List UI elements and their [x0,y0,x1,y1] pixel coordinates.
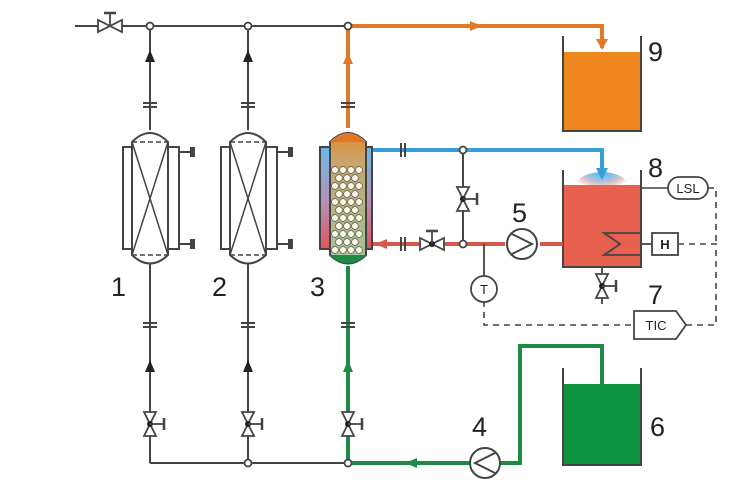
bed-particle [343,238,351,246]
tank-8 [562,170,642,268]
packed-bed [331,166,363,254]
tank-6 [562,368,642,466]
valve-column-1 [142,411,166,437]
temperature-controller: TIC [633,310,688,340]
temperature-controller-label: TIC [646,318,667,333]
bed-particle [335,206,343,214]
bed-particle [347,182,355,190]
bed-particle [347,198,355,206]
bed-particle [351,238,359,246]
bed-particle [355,214,363,222]
label-pump-5: 5 [512,198,527,228]
bed-particle [339,246,347,254]
tank-9 [562,36,642,132]
bed-particle [331,166,339,174]
pump-4 [469,447,501,479]
bed-particle [339,198,347,206]
bed-particle [347,246,355,254]
bed-particle [355,246,363,254]
column-3 [319,132,373,265]
label-column-2: 2 [212,272,227,302]
valve-column-2 [240,411,264,437]
valve-tank-8-drain [594,267,618,304]
bed-particle [355,182,363,190]
bed-particle [331,214,339,222]
label-column-3: 3 [310,272,325,302]
label-pump-4: 4 [472,412,487,442]
bed-particle [343,206,351,214]
bed-particle [355,198,363,206]
bed-particle [335,190,343,198]
valve-bypass [455,186,479,212]
bed-particle [331,182,339,190]
bed-particle [335,174,343,182]
bed-particle [335,238,343,246]
column-2 [220,132,293,265]
bed-particle [351,206,359,214]
label-tank-9: 9 [648,37,663,67]
bed-particle [339,166,347,174]
tank-9-liquid [563,52,641,131]
label-tank-8: 8 [648,153,663,183]
bed-particle [331,230,339,238]
flanges [143,102,406,328]
bed-particle [347,214,355,222]
bed-particle [343,174,351,182]
temperature-sensor-label: T [480,282,488,297]
level-switch: LSL [667,176,709,200]
feed-pipe-green [343,266,604,468]
level-switch-label: LSL [676,181,699,196]
label-column-1: 1 [111,272,126,302]
bed-particle [339,182,347,190]
label-controller-7: 7 [648,280,663,310]
column-1 [122,132,195,265]
bed-particle [347,230,355,238]
bed-particle [355,166,363,174]
bed-particle [351,174,359,182]
bed-particle [351,190,359,198]
bed-particle [343,222,351,230]
valve-inlet-top [97,11,123,34]
heater: H [601,232,679,256]
bed-particle [343,190,351,198]
outlet-pipe-orange [343,21,608,128]
pump-5 [506,228,538,260]
bed-particle [331,246,339,254]
bed-particle [347,166,355,174]
bed-particle [331,198,339,206]
label-tank-6: 6 [650,412,665,442]
top-header-pipe [75,21,348,130]
heater-label: H [660,237,669,252]
valve-column-3 [340,411,364,437]
bed-particle [335,222,343,230]
bed-particle [339,230,347,238]
bed-particle [339,214,347,222]
tank-6-liquid [563,384,641,465]
bed-particle [351,222,359,230]
bed-particle [355,230,363,238]
temperature-sensor: T [470,244,498,303]
valve-heating-return [419,229,445,252]
